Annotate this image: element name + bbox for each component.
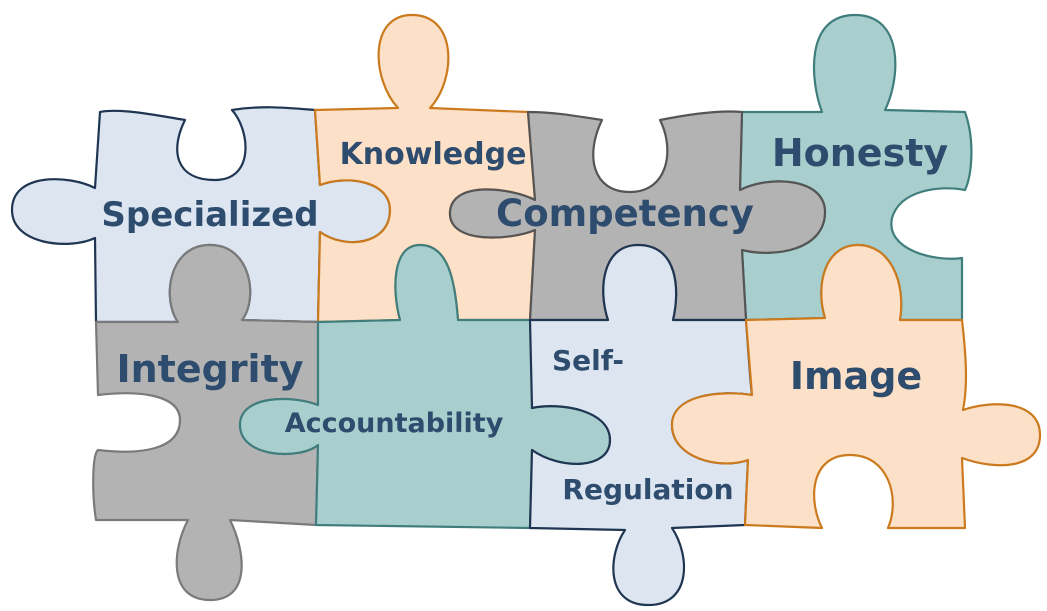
label-specialized: Specialized xyxy=(101,195,318,235)
piece-integrity xyxy=(92,243,320,602)
label-honesty: Honesty xyxy=(772,131,949,175)
piece-integrity-shape xyxy=(92,243,320,602)
label-image: Image xyxy=(790,354,922,398)
piece-image xyxy=(670,243,1042,530)
label-knowledge: Knowledge xyxy=(340,137,527,172)
label-competency: Competency xyxy=(496,192,754,235)
piece-competency-shape xyxy=(448,110,827,322)
label-accountability: Accountability xyxy=(285,408,504,439)
piece-image-shape xyxy=(670,243,1042,530)
label-integrity: Integrity xyxy=(116,347,303,391)
piece-competency xyxy=(448,110,827,322)
label-self-line1: Self- xyxy=(552,344,624,377)
label-regulation-line2: Regulation xyxy=(562,473,733,506)
